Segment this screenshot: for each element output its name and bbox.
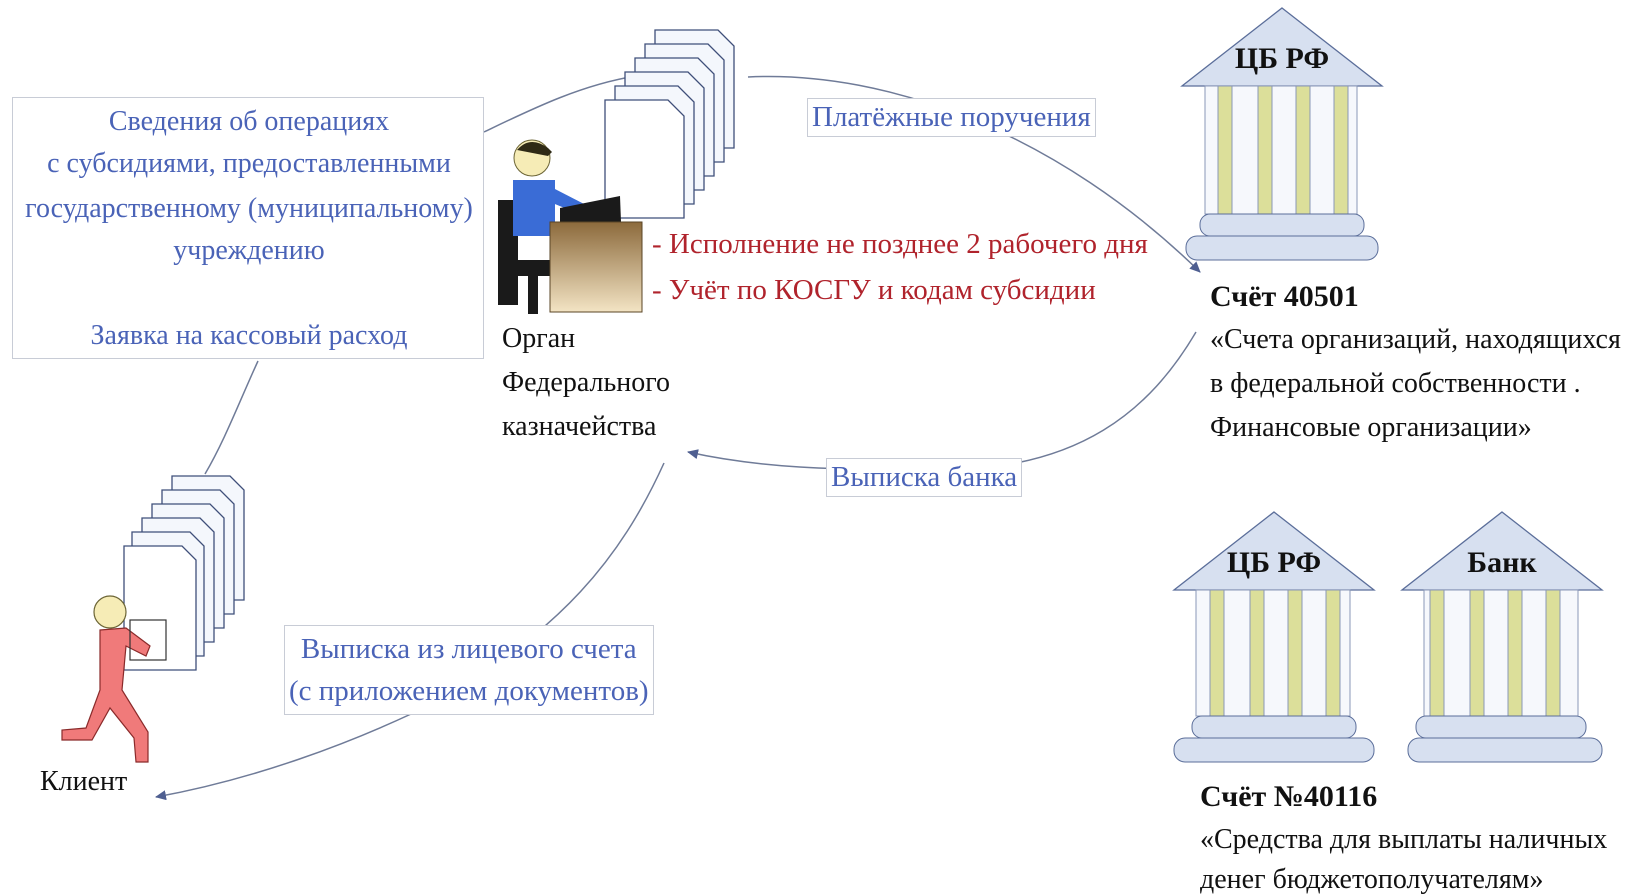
document-stack-icon <box>604 29 735 219</box>
info-line-4: учреждению <box>173 235 325 266</box>
account-40116-desc-1: «Средства для выплаты наличных <box>1200 824 1608 855</box>
account-statement-label: Выписка из лицевого счета (с приложением… <box>284 625 654 716</box>
operations-info-box: Сведения об операциях с субсидиями, пред… <box>12 97 484 359</box>
account-statement-line-2: (с приложением документов) <box>289 675 649 708</box>
cb-rf-top-title: ЦБ РФ <box>1234 42 1330 75</box>
cb-rf-bottom-title: ЦБ РФ <box>1226 546 1322 579</box>
account-40116-title: Счёт №40116 <box>1200 780 1378 813</box>
condition-kosgu: - Учёт по КОСГУ и кодам субсидии <box>652 274 1096 306</box>
bank-building-icon <box>1400 511 1604 763</box>
info-line-2: с субсидиями, предоставленными <box>47 148 451 179</box>
account-40501-title: Счёт 40501 <box>1210 280 1359 313</box>
arrow-to-treasury <box>483 72 637 133</box>
bank-title: Банк <box>1467 546 1537 579</box>
bank-building-icon <box>1172 511 1376 763</box>
payment-orders-label: Платёжные поручения <box>807 98 1096 137</box>
treasury-label-line-2: Федерального <box>502 367 671 398</box>
account-40501-desc-2: в федеральной собственности . <box>1210 368 1581 399</box>
account-40116-desc-2: денег бюджетополучателям» <box>1200 864 1544 895</box>
bank-building-icon <box>1180 7 1384 261</box>
account-40501-desc-3: Финансовые организации» <box>1210 412 1532 443</box>
info-line-1: Сведения об операциях <box>108 106 390 137</box>
client-label: Клиент <box>40 766 128 797</box>
condition-deadline: - Исполнение не позднее 2 рабочего дня <box>652 228 1148 260</box>
account-40501-desc-1: «Счета организаций, находящихся <box>1210 324 1621 355</box>
carrying-person-icon <box>61 595 167 763</box>
document-stack-icon <box>123 475 245 671</box>
treasury-label-line-3: казначейства <box>502 411 657 442</box>
account-statement-line-1: Выписка из лицевого счета <box>300 633 637 665</box>
office-worker-icon <box>498 139 643 314</box>
cash-expense-request: Заявка на кассовый расход <box>90 320 408 351</box>
bank-statement-label: Выписка банка <box>826 458 1023 497</box>
line-client-request <box>204 360 259 475</box>
treasury-label-line-1: Орган <box>502 323 576 354</box>
arrow-bank-statement <box>687 331 1197 471</box>
info-line-3: государственному (муниципальному) <box>25 193 473 224</box>
